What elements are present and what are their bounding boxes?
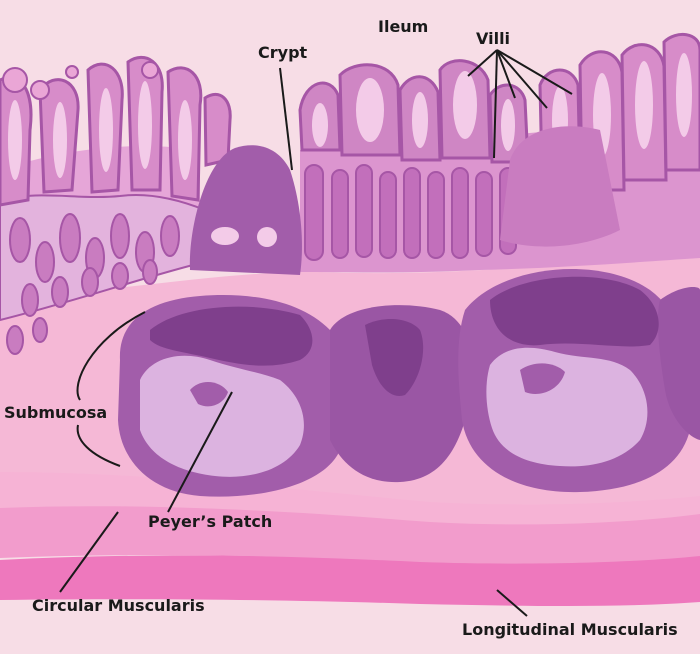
germinal-center-left [140, 355, 304, 477]
right-mucosa-mound [500, 126, 620, 247]
villi-left [0, 55, 232, 207]
middle-crypts [304, 164, 517, 261]
villi-left-cores [8, 81, 192, 180]
circular-muscularis-label: Circular Muscularis [32, 596, 205, 615]
peyers-patch-label: Peyer’s Patch [148, 512, 273, 531]
villi-left-tips [2, 61, 159, 100]
villi-leader-1 [467, 49, 498, 77]
villi-leader-2 [496, 49, 516, 99]
circular-muscularis-leader [59, 511, 119, 593]
ileum-label: Ileum [378, 17, 429, 36]
left-crypt-region [0, 193, 206, 355]
germinal-center-notch-left [190, 381, 228, 407]
leader-lines [59, 49, 573, 617]
longitudinal-muscularis-label: Longitudinal Muscularis [462, 620, 678, 639]
submucosa-bracket [76, 311, 146, 467]
villi-leader-4 [496, 49, 573, 95]
peyers-patch-leader [167, 391, 233, 513]
submucosa-label: Submucosa [4, 403, 108, 422]
dome-openings [211, 227, 277, 247]
villi-leader-5 [493, 49, 498, 159]
longitudinal-muscularis-layer [0, 552, 700, 606]
longitudinal-muscularis-leader [496, 589, 528, 617]
follicle-dark-caps [150, 276, 659, 396]
germinal-center-notch [520, 363, 565, 394]
peyers-patch-far-right [657, 287, 700, 440]
circular-muscularis-layer [0, 503, 700, 564]
villi-leader-3 [496, 49, 548, 109]
villi-label: Villi [476, 29, 511, 48]
crypt-leader [279, 67, 293, 171]
villi-middle-cores [312, 71, 515, 151]
crypt-label: Crypt [258, 43, 308, 62]
